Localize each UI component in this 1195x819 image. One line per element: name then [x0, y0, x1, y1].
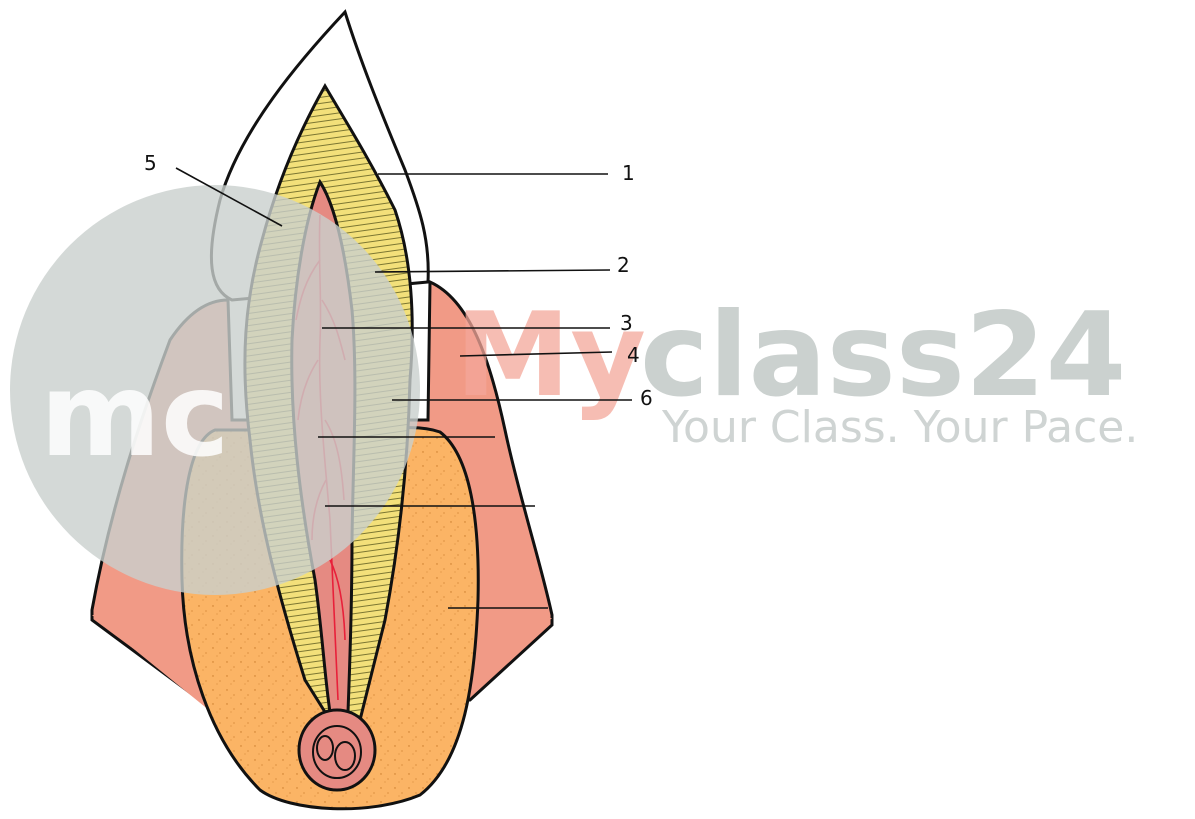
- label-1: 1: [622, 161, 635, 185]
- label-4: 4: [627, 343, 640, 367]
- label-2: 2: [617, 253, 630, 277]
- watermark-tagline: Your Class. Your Pace.: [661, 402, 1138, 453]
- label-6: 6: [640, 386, 653, 410]
- root-apex: [299, 710, 375, 790]
- label-3: 3: [620, 311, 633, 335]
- watermark: mc My class24 Your Class. Your Pace.: [10, 185, 1138, 595]
- label-5: 5: [144, 151, 157, 175]
- watermark-logo-text: mc: [40, 348, 230, 483]
